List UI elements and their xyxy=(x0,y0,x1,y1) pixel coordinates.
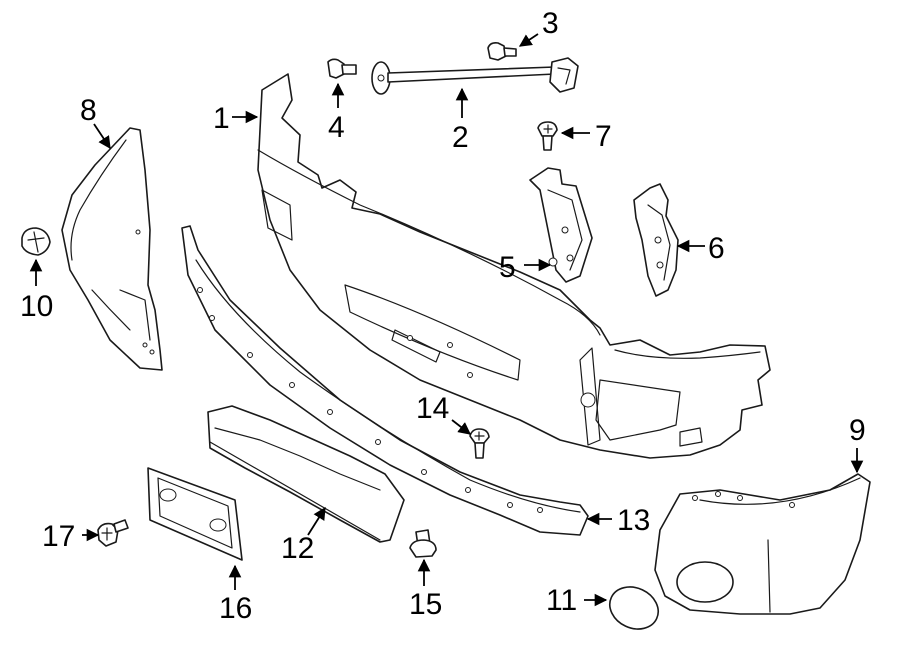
callout-2: 2 xyxy=(452,121,469,154)
bracket-5 xyxy=(529,167,593,283)
callout-15: 15 xyxy=(409,588,442,621)
left-end-cap xyxy=(61,127,163,371)
callout-14: 14 xyxy=(416,392,449,425)
callout-7: 7 xyxy=(595,120,612,153)
callout-4: 4 xyxy=(328,111,345,144)
clip-10 xyxy=(21,227,51,256)
fog-seal xyxy=(609,586,659,630)
right-end-cap xyxy=(654,473,871,615)
nut-4 xyxy=(327,58,357,79)
energy-absorber xyxy=(207,405,405,543)
callout-6: 6 xyxy=(708,232,725,265)
callout-11: 11 xyxy=(546,584,577,617)
lower-valance xyxy=(181,225,589,536)
callout-3: 3 xyxy=(542,7,559,40)
bolt-17 xyxy=(97,519,129,547)
license-bracket xyxy=(147,467,243,561)
callout-1: 1 xyxy=(213,102,230,135)
callout-9: 9 xyxy=(849,414,866,447)
bolt-3 xyxy=(487,42,517,61)
callout-12: 12 xyxy=(281,532,314,565)
callout-17: 17 xyxy=(42,520,75,553)
callout-13: 13 xyxy=(617,504,650,537)
bracket-6 xyxy=(633,183,679,297)
callout-16: 16 xyxy=(219,592,252,625)
bumper-cover xyxy=(257,73,771,459)
screw-7 xyxy=(537,121,558,151)
screw-14 xyxy=(469,428,490,459)
support-rod xyxy=(371,57,579,95)
callout-8: 8 xyxy=(80,94,97,127)
callout-5: 5 xyxy=(499,251,516,284)
callout-labels: 1 2 3 4 5 6 7 8 9 10 11 12 13 14 15 16 1… xyxy=(20,7,866,625)
callout-leaders xyxy=(29,33,864,607)
callout-10: 10 xyxy=(20,290,53,323)
bolt-15 xyxy=(409,529,437,558)
